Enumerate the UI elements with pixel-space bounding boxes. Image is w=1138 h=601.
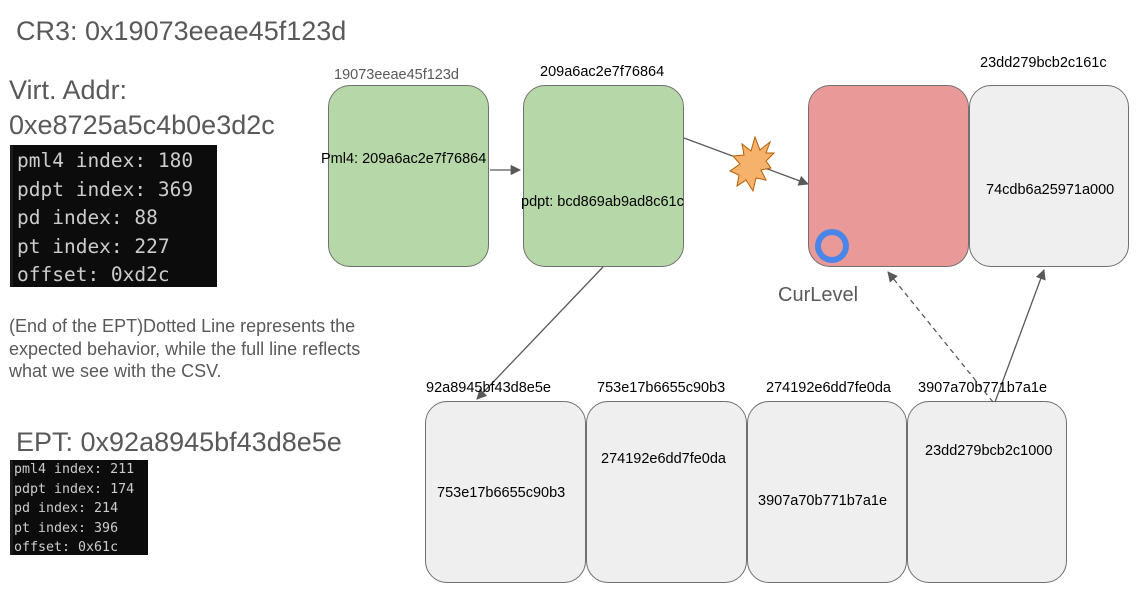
ept-pml4-index: pml4 index: 211: [14, 462, 135, 477]
arrow-pdpt-to-ept: [476, 266, 604, 400]
ept-pdpt-header: 753e17b6655c90b3: [597, 380, 726, 396]
pml4-box-content: Pml4: 209a6ac2e7f76864: [321, 151, 487, 167]
ept-index-terminal: pml4 index: 211 pdpt index: 174 pd index…: [10, 460, 148, 555]
ept-pd-header: 274192e6dd7fe0da: [766, 380, 891, 396]
virt-index-terminal: pml4 index: 180 pdpt index: 369 pd index…: [10, 145, 217, 287]
ept-pt-header: 3907a70b771b7a1e: [918, 380, 1048, 396]
virt-addr-value: 0xe8725a5c4b0e3d2c: [9, 110, 275, 140]
ept-pml4-content: 753e17b6655c90b3: [437, 485, 566, 501]
solid-observed-arrow: [994, 269, 1046, 403]
pml4-table-box: [328, 85, 489, 267]
ept-offset: offset: 0x61c: [14, 540, 119, 556]
pt-box-header: 23dd279bcb2c161c: [980, 55, 1107, 71]
pt-box-content: 74cdb6a25971a000: [986, 182, 1115, 198]
pdpt-box-header: 209a6ac2e7f76864: [540, 64, 665, 80]
ept-pt-content: 23dd279bcb2c1000: [925, 443, 1053, 459]
ept-pdpt-index: pdpt index: 174: [14, 481, 135, 497]
ept-pdpt-box: [586, 401, 747, 583]
pdpt-box-content: pdpt: bcd869ab9ad8c61c: [521, 194, 684, 210]
virt-pdpt-index: pdpt index: 369: [17, 177, 194, 201]
ept-pt-box: [907, 401, 1067, 583]
dotted-expected-arrow: [887, 271, 994, 403]
virt-offset: offset: 0xd2c: [17, 263, 170, 287]
ept-pd-index: pd index: 214: [14, 501, 119, 517]
ept-pt-index: pt index: 396: [14, 520, 119, 536]
virt-pml4-index: pml4 index: 180: [17, 149, 194, 172]
ept-pd-content: 3907a70b771b7a1e: [758, 493, 888, 509]
explosion-icon: [728, 135, 776, 193]
pdpt-table-box: [523, 85, 684, 267]
legend-note: (End of the EPT)Dotted Line represents t…: [9, 316, 361, 381]
ept-pml4-header: 92a8945bf43d8e5e: [426, 380, 551, 396]
ept-pd-box: [747, 401, 907, 583]
cr3-title: CR3: 0x19073eeae45f123d: [16, 16, 347, 46]
ept-pdpt-content: 274192e6dd7fe0da: [601, 451, 726, 467]
virt-pd-index: pd index: 88: [17, 206, 158, 230]
ept-title: EPT: 0x92a8945bf43d8e5e: [16, 427, 342, 457]
cur-level-label: CurLevel: [778, 284, 859, 306]
virt-addr-label: Virt. Addr:: [9, 75, 128, 105]
virt-pt-index: pt index: 227: [17, 234, 170, 258]
ept-pml4-box: [425, 401, 586, 583]
pml4-box-header: 19073eeae45f123d: [334, 67, 459, 83]
pt-table-box: [969, 85, 1129, 267]
